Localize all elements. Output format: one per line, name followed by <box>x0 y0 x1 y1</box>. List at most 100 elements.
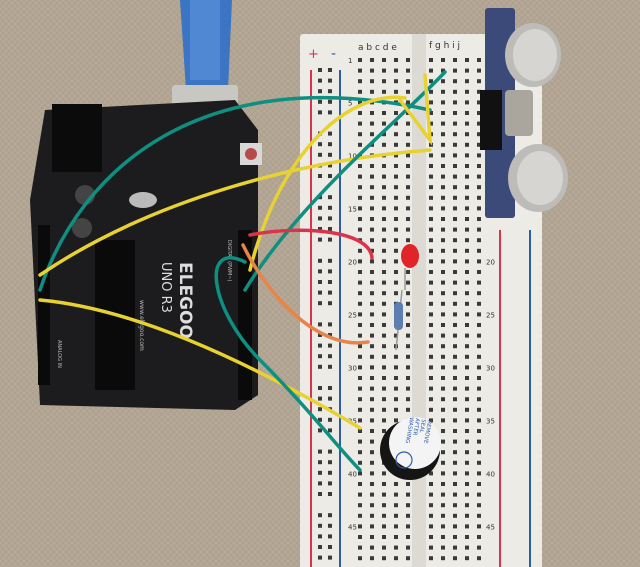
breadboard-hole <box>429 153 433 158</box>
row-number: 30 <box>348 364 357 372</box>
breadboard-hole <box>453 248 457 253</box>
breadboard-hole <box>370 280 374 285</box>
breadboard-hole <box>406 492 410 497</box>
center-channel <box>412 34 426 567</box>
breadboard-hole <box>358 513 362 518</box>
breadboard-hole <box>394 142 398 147</box>
breadboard-hole <box>358 376 362 380</box>
rail-hole <box>318 68 322 72</box>
power-jack <box>52 104 102 172</box>
breadboard-hole <box>453 153 457 158</box>
rail-hole <box>328 280 332 284</box>
rail-hole <box>328 333 332 337</box>
breadboard-hole <box>477 121 481 126</box>
rail-hole <box>328 195 332 200</box>
rail-hole <box>328 163 332 168</box>
breadboard-hole <box>358 227 362 232</box>
breadboard-hole <box>441 195 445 200</box>
breadboard-hole <box>370 89 374 94</box>
rail-hole <box>318 142 322 147</box>
rail-hole <box>318 78 322 83</box>
breadboard-hole <box>370 227 374 232</box>
rail-hole <box>328 68 332 72</box>
breadboard-hole <box>358 323 362 327</box>
rail-hole <box>328 386 332 390</box>
breadboard-hole <box>394 68 398 73</box>
breadboard-hole <box>358 312 362 317</box>
rail-hole <box>318 481 322 486</box>
breadboard-hole <box>394 333 398 338</box>
yellow-wire-2 <box>248 95 407 272</box>
breadboard-hole <box>394 503 398 508</box>
breadboard-hole <box>477 58 481 62</box>
breadboard-hole <box>477 301 481 306</box>
breadboard-hole <box>441 386 445 391</box>
breadboard-hole <box>441 89 445 94</box>
breadboard-hole <box>441 407 445 412</box>
breadboard-hole <box>453 270 457 274</box>
rail-hole <box>328 174 332 178</box>
breadboard-hole <box>370 111 374 115</box>
breadboard-hole <box>358 397 362 402</box>
breadboard-hole <box>370 58 374 62</box>
breadboard-hole <box>477 376 481 380</box>
breadboard-hole <box>465 365 469 370</box>
breadboard-hole <box>465 238 469 243</box>
rail-hole <box>328 428 332 433</box>
breadboard-hole <box>382 301 386 306</box>
rail-hole <box>318 89 322 94</box>
website-label: www.elegoo.com <box>138 300 145 351</box>
breadboard-hole <box>358 185 362 190</box>
breadboard-hole <box>370 471 374 476</box>
breadboard-hole <box>394 111 398 115</box>
breadboard-hole <box>441 153 445 158</box>
breadboard-hole <box>441 121 445 126</box>
breadboard-hole <box>358 344 362 349</box>
rail-hole <box>328 492 332 496</box>
breadboard-hole <box>370 556 374 561</box>
breadboard-hole <box>441 450 445 455</box>
breadboard-hole <box>382 58 386 62</box>
breadboard-hole <box>406 376 410 380</box>
breadboard-hole <box>477 100 481 105</box>
rail-hole <box>328 417 332 422</box>
breadboard-hole <box>358 556 362 561</box>
breadboard-hole <box>370 513 374 518</box>
breadboard-hole <box>382 217 386 221</box>
breadboard-hole <box>453 280 457 285</box>
breadboard-hole <box>453 492 457 497</box>
breadboard-hole <box>358 259 362 264</box>
breadboard-hole <box>382 354 386 359</box>
breadboard-hole <box>441 429 445 433</box>
breadboard-hole <box>370 503 374 508</box>
breadboard-hole <box>358 79 362 84</box>
breadboard-hole <box>453 354 457 359</box>
breadboard-hole <box>358 100 362 105</box>
breadboard-hole <box>382 386 386 391</box>
breadboard-hole <box>370 291 374 296</box>
breadboard-hole <box>477 450 481 455</box>
power-analog-header <box>38 225 50 385</box>
breadboard-hole <box>382 79 386 84</box>
breadboard-hole <box>441 513 445 518</box>
breadboard-hole <box>477 365 481 370</box>
rail-hole <box>318 227 322 231</box>
breadboard-hole <box>453 429 457 433</box>
breadboard-hole <box>441 174 445 179</box>
breadboard-hole <box>441 354 445 359</box>
breadboard-hole <box>429 365 433 370</box>
breadboard-hole <box>477 524 481 529</box>
breadboard-hole <box>382 270 386 274</box>
breadboard-hole <box>429 545 433 550</box>
breadboard-hole <box>406 291 410 296</box>
breadboard-hole <box>429 89 433 94</box>
breadboard-hole <box>358 301 362 306</box>
breadboard-hole <box>394 121 398 126</box>
rail-hole <box>318 280 322 284</box>
breadboard-hole <box>477 460 481 465</box>
breadboard-hole <box>477 248 481 253</box>
breadboard-hole <box>453 460 457 465</box>
breadboard-hole <box>406 301 410 306</box>
breadboard-hole <box>382 68 386 73</box>
breadboard-hole <box>429 58 433 62</box>
